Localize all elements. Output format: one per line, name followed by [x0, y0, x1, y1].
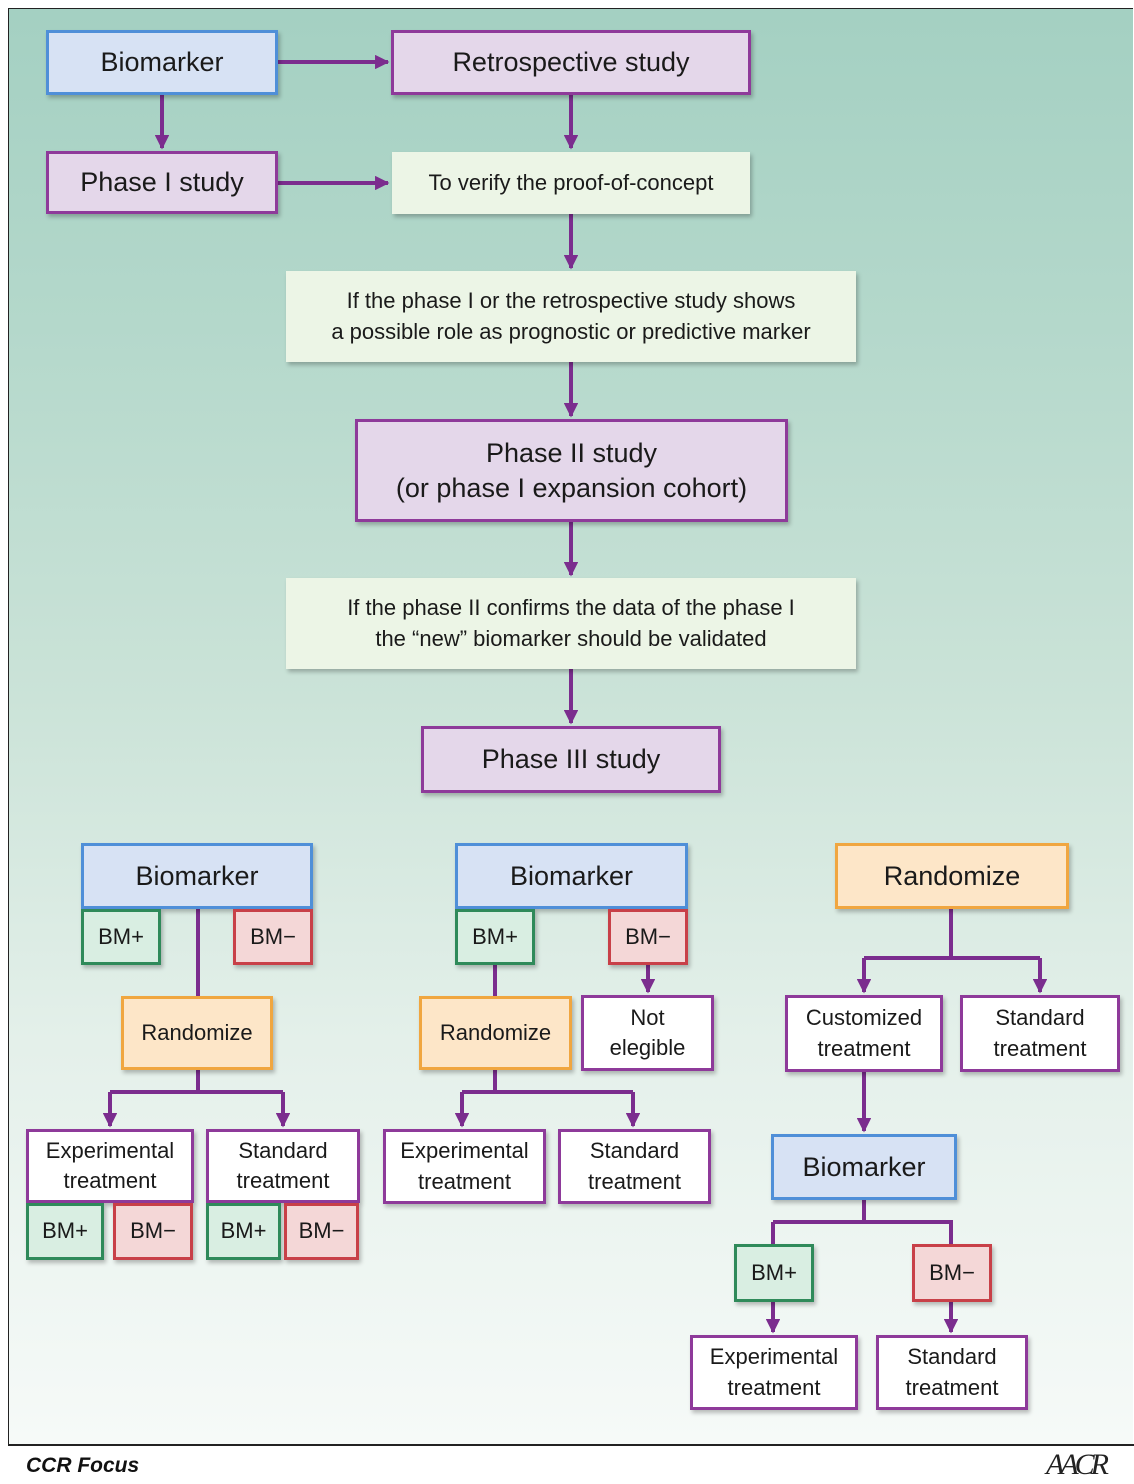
right-standard2-line2: treatment: [905, 1374, 999, 1400]
middle-bm-negative-label: BM−: [625, 923, 671, 949]
right-customized-line1: Customized: [805, 1005, 923, 1031]
left-exp-bm-positive-label: BM+: [42, 1218, 88, 1244]
middle-bm-positive-box: BM+: [455, 909, 535, 965]
left-biomarker-box: Biomarker: [81, 843, 313, 909]
middle-experimental-treatment-box: Experimental treatment: [383, 1129, 546, 1204]
middle-randomize-label: Randomize: [439, 1019, 552, 1045]
phase3-study-label: Phase III study: [481, 744, 661, 775]
branch-right-randomize: [864, 909, 1040, 960]
journal-name: CCR Focus: [26, 1454, 140, 1477]
right-standard2-line1: Standard: [907, 1344, 997, 1370]
phase3-study-box: Phase III study: [421, 726, 721, 793]
left-bm-positive-box: BM+: [81, 909, 161, 965]
right-standard-line1: Standard: [995, 1005, 1085, 1031]
left-standard-line2: treatment: [236, 1168, 330, 1193]
footer-divider: [8, 1444, 1134, 1446]
right-randomize-box: Randomize: [835, 843, 1069, 909]
retrospective-study-box: Retrospective study: [391, 30, 751, 95]
phase2-result-note: If the phase II confirms the data of the…: [286, 578, 856, 669]
left-experimental-treatment-box: Experimental treatment: [26, 1129, 194, 1203]
phase2-study-line2: (or phase I expansion cohort): [395, 472, 748, 503]
phase1-study-label: Phase I study: [80, 167, 244, 198]
middle-biomarker-label: Biomarker: [509, 860, 634, 891]
branch-middle-randomize: [462, 1070, 633, 1094]
left-randomize-label: Randomize: [141, 1019, 253, 1045]
right-biomarker-box: Biomarker: [771, 1134, 957, 1200]
middle-not-eligible-line2: elegible: [609, 1035, 686, 1060]
branch-right-biomarker: [771, 1200, 953, 1244]
aacr-logo: AACR: [1046, 1448, 1109, 1481]
middle-bm-positive-label: BM+: [472, 923, 518, 949]
phase1-result-line2: a possible role as prognostic or predict…: [331, 318, 811, 344]
left-std-bm-negative-label: BM−: [298, 1218, 345, 1244]
right-customized-line2: treatment: [817, 1035, 911, 1061]
retrospective-study-label: Retrospective study: [452, 47, 690, 78]
middle-standard-treatment-box: Standard treatment: [558, 1129, 711, 1204]
middle-biomarker-box: Biomarker: [455, 843, 688, 909]
left-bm-positive-label: BM+: [98, 923, 144, 949]
right-experimental-line2: treatment: [727, 1374, 821, 1400]
right-bm-negative-label: BM−: [929, 1259, 975, 1285]
right-randomize-label: Randomize: [883, 860, 1021, 891]
biomarker-box: Biomarker: [46, 30, 278, 95]
left-exp-bm-negative-box: BM−: [113, 1203, 193, 1260]
phase2-result-line2: the “new” biomarker should be validated: [375, 625, 767, 651]
left-biomarker-label: Biomarker: [135, 860, 259, 891]
left-standard-treatment-box: Standard treatment: [206, 1129, 360, 1203]
middle-not-eligible-box: Not elegible: [581, 995, 714, 1071]
verify-concept-note: To verify the proof-of-concept: [392, 152, 750, 214]
phase1-study-box: Phase I study: [46, 151, 278, 214]
phase2-study-line1: Phase II study: [485, 438, 658, 469]
phase1-result-note: If the phase I or the retrospective stud…: [286, 271, 856, 362]
right-customized-treatment-box: Customized treatment: [785, 995, 943, 1072]
left-experimental-line1: Experimental: [45, 1137, 175, 1163]
phase2-study-box: Phase II study (or phase I expansion coh…: [355, 419, 788, 522]
branch-left-randomize: [110, 1070, 283, 1094]
left-exp-bm-positive-box: BM+: [26, 1203, 104, 1260]
right-biomarker-label: Biomarker: [802, 1151, 926, 1182]
phase2-result-line1: If the phase II confirms the data of the…: [347, 595, 795, 621]
middle-bm-negative-box: BM−: [608, 909, 688, 965]
left-std-bm-negative-box: BM−: [284, 1203, 359, 1260]
left-standard-line1: Standard: [238, 1137, 328, 1163]
right-bm-negative-box: BM−: [912, 1244, 992, 1302]
left-exp-bm-negative-label: BM−: [130, 1218, 176, 1244]
right-standard-line2: treatment: [993, 1035, 1087, 1061]
left-bm-negative-box: BM−: [233, 909, 313, 965]
right-bm-positive-box: BM+: [734, 1244, 814, 1302]
left-std-bm-positive-box: BM+: [206, 1203, 281, 1260]
right-experimental-treatment-box: Experimental treatment: [690, 1335, 858, 1410]
phase1-result-line1: If the phase I or the retrospective stud…: [346, 288, 796, 314]
left-experimental-line2: treatment: [63, 1168, 157, 1193]
left-randomize-box: Randomize: [121, 996, 273, 1070]
middle-randomize-box: Randomize: [419, 996, 572, 1070]
middle-standard-line1: Standard: [589, 1138, 680, 1164]
right-experimental-line1: Experimental: [709, 1344, 839, 1370]
biomarker-label: Biomarker: [100, 47, 224, 78]
left-bm-negative-label: BM−: [250, 923, 296, 949]
middle-standard-line2: treatment: [588, 1168, 681, 1194]
left-std-bm-positive-label: BM+: [220, 1218, 267, 1244]
middle-experimental-line1: Experimental: [400, 1138, 529, 1164]
middle-not-eligible-line1: Not: [630, 1004, 665, 1030]
middle-experimental-line2: treatment: [418, 1168, 511, 1194]
right-standard-treatment-box: Standard treatment: [960, 995, 1120, 1072]
verify-concept-label: To verify the proof-of-concept: [428, 169, 714, 195]
right-bm-positive-label: BM+: [751, 1259, 797, 1285]
right-standard2-treatment-box: Standard treatment: [876, 1335, 1028, 1410]
